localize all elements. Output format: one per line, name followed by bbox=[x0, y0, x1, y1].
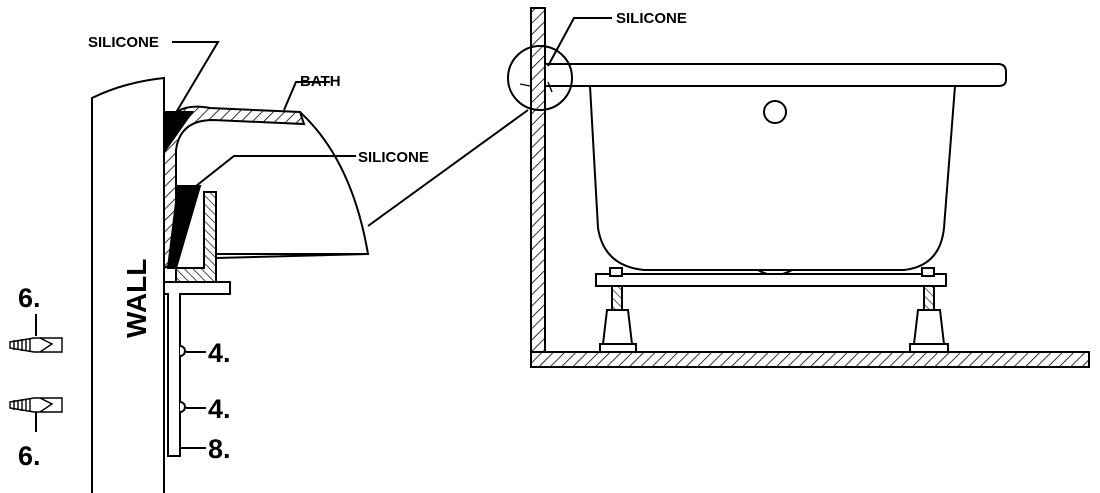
bath-body bbox=[589, 85, 956, 271]
bath-rim bbox=[545, 63, 1007, 87]
detail-view bbox=[35, 41, 370, 493]
leg-right bbox=[909, 267, 949, 353]
leader-silicone-mid bbox=[195, 155, 356, 187]
screw-4-bottom bbox=[179, 401, 186, 413]
label-part-8: 8. bbox=[208, 434, 231, 464]
label-part-6-bottom: 6. bbox=[18, 441, 41, 471]
label-bath: BATH bbox=[300, 73, 341, 90]
wall-hatched bbox=[530, 7, 546, 367]
label-part-4-top: 4. bbox=[208, 338, 231, 368]
leader-bath bbox=[283, 81, 330, 111]
wall-bracket bbox=[163, 281, 231, 457]
silicone-bead-top bbox=[163, 111, 194, 156]
label-wall: WALL bbox=[121, 259, 152, 338]
full-view bbox=[367, 7, 1090, 368]
overflow-hole bbox=[763, 100, 787, 124]
detail-circle bbox=[507, 45, 573, 111]
wall-plug-icon bbox=[9, 397, 63, 413]
silicone-bead-mid bbox=[166, 185, 202, 269]
leader-silicone-right bbox=[547, 17, 612, 67]
detail-connector bbox=[367, 109, 529, 227]
support-frame bbox=[595, 273, 947, 287]
label-part-4-bottom: 4. bbox=[208, 394, 231, 424]
label-silicone-top: SILICONE bbox=[88, 34, 159, 51]
wall-plug-icon bbox=[9, 337, 63, 353]
floor-hatched bbox=[530, 351, 1090, 368]
label-silicone-right: SILICONE bbox=[616, 10, 687, 27]
label-silicone-mid: SILICONE bbox=[358, 149, 429, 166]
label-part-6-top: 6. bbox=[18, 283, 41, 313]
leg-left bbox=[599, 267, 637, 353]
wall-section bbox=[91, 76, 165, 493]
screw-4-top bbox=[179, 345, 186, 357]
leader-silicone-top bbox=[172, 41, 220, 117]
